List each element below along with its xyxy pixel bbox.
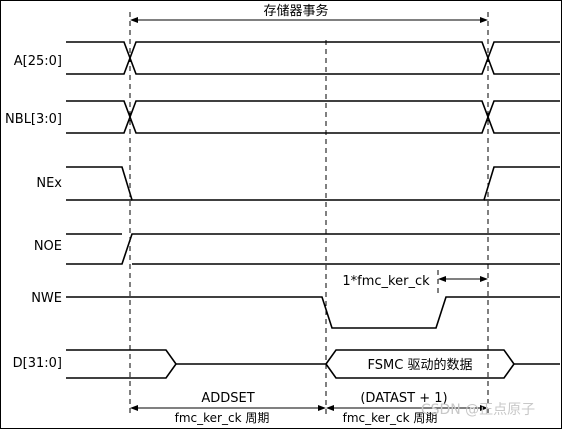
waveform-nex xyxy=(66,166,560,201)
waveform-data xyxy=(66,349,560,379)
watermark: CSDN @正点原子 xyxy=(421,402,535,418)
signal-label-addr: A[25:0] xyxy=(14,54,62,69)
title-arrow-right xyxy=(480,17,488,23)
hold-arrow-left xyxy=(438,276,446,282)
datast-arrow-left xyxy=(326,405,334,411)
waveform-addr xyxy=(66,41,560,75)
data-driven-label: FSMC 驱动的数据 xyxy=(368,357,473,373)
waveform-noe xyxy=(66,233,560,265)
title-arrow-left xyxy=(130,17,138,23)
signal-label-noe: NOE xyxy=(34,239,62,254)
addset-arrow-right xyxy=(318,405,326,411)
diagram-title: 存储器事务 xyxy=(263,3,328,19)
title-bg xyxy=(232,3,360,19)
hold-label: 1*fmc_ker_ck xyxy=(342,274,430,289)
addset-unit-label: fmc_ker_ck 周期 xyxy=(175,411,270,425)
datast-arrow-right xyxy=(480,405,488,411)
datast-unit-label: fmc_ker_ck 周期 xyxy=(343,411,438,425)
signal-label-nbl: NBL[3:0] xyxy=(5,112,62,127)
signal-label-nex: NEx xyxy=(36,176,62,191)
waveform-nwe xyxy=(66,296,560,329)
addset-arrow-left xyxy=(130,405,138,411)
waveform-nbl xyxy=(66,100,560,134)
hold-arrow-right xyxy=(480,276,488,282)
signal-label-data: D[31:0] xyxy=(13,356,62,371)
datast-label: (DATAST + 1) xyxy=(360,391,447,406)
signal-label-nwe: NWE xyxy=(31,291,62,306)
addset-label: ADDSET xyxy=(201,391,254,406)
